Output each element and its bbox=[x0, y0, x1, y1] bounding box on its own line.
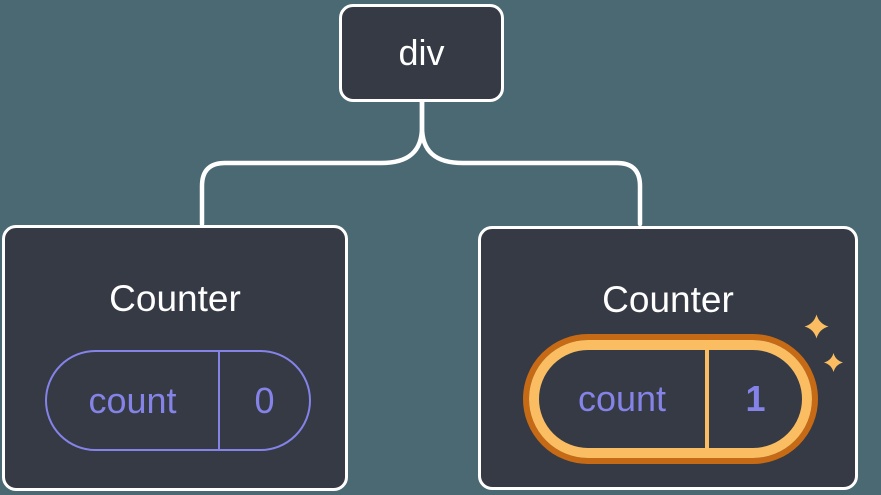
state-value: 1 bbox=[745, 378, 766, 419]
state-pill: count 0 bbox=[45, 350, 311, 451]
root-node: div bbox=[339, 4, 504, 102]
root-node-label: div bbox=[398, 32, 445, 73]
counter-title: Counter bbox=[602, 279, 734, 320]
state-pill: count 1 bbox=[529, 340, 812, 458]
state-label: count bbox=[47, 352, 220, 449]
counter-node-second: Counter count 1 bbox=[478, 226, 858, 490]
state-highlight-ring: count 1 bbox=[523, 334, 818, 464]
state-label: count bbox=[539, 350, 709, 448]
counter-node-first: Counter count 0 bbox=[2, 225, 348, 491]
sparkles-icon bbox=[804, 314, 843, 372]
state-value: 0 bbox=[254, 379, 275, 421]
counter-title: Counter bbox=[109, 278, 241, 319]
